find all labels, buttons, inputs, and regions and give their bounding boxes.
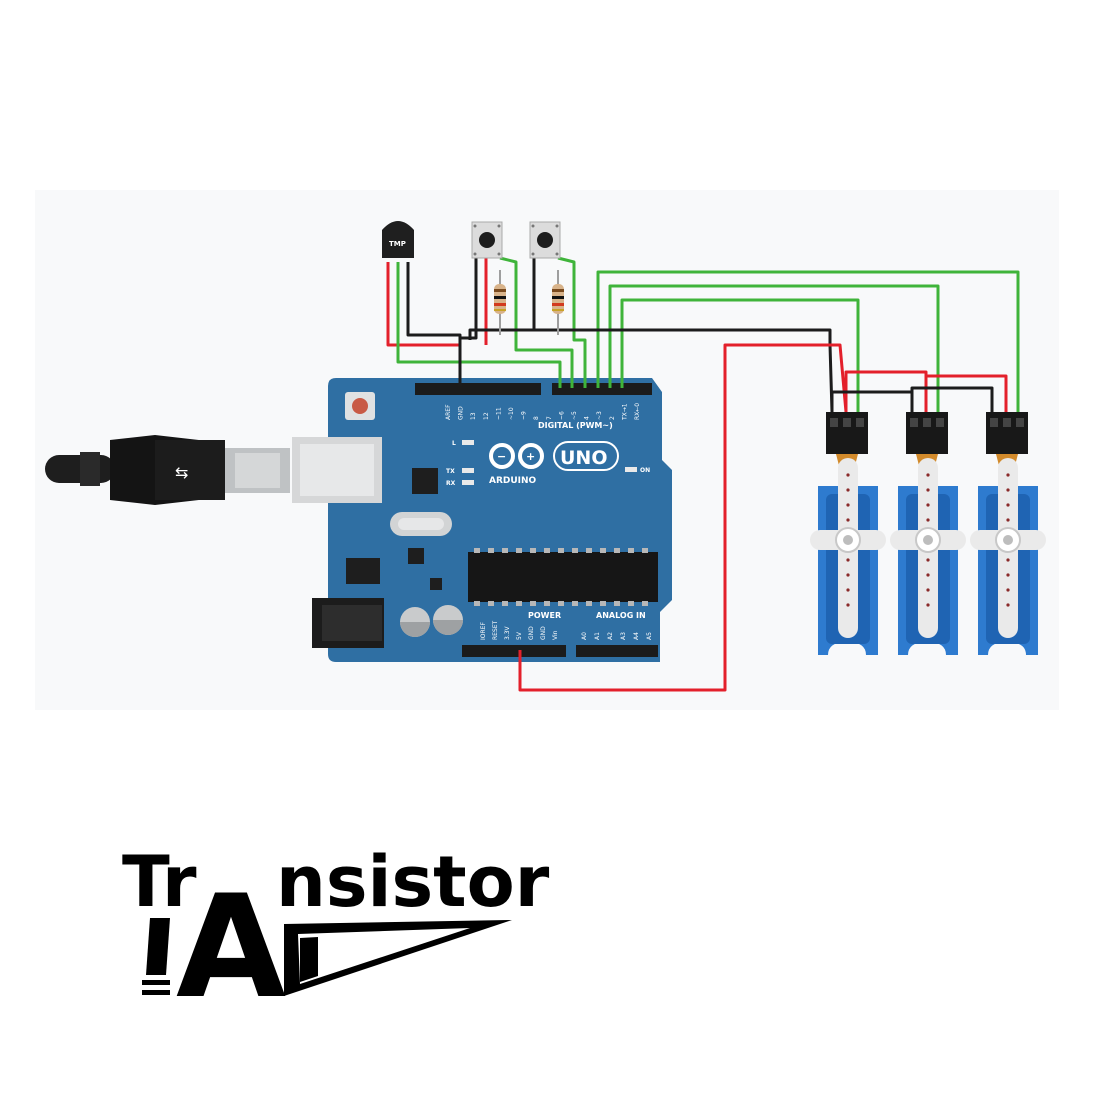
servo-motor xyxy=(890,412,966,655)
pin-label: RESET xyxy=(492,620,499,640)
led-tx xyxy=(462,468,474,473)
on-label: ON xyxy=(640,467,650,474)
pin-label: 3.3V xyxy=(504,625,511,640)
pin-label: ~10 xyxy=(508,407,515,420)
digital-header-label: DIGITAL (PWM~) xyxy=(538,421,613,430)
power-header xyxy=(462,645,566,657)
brand-label: ARDUINO xyxy=(489,476,537,486)
usb-icon: ⇆ xyxy=(175,463,188,482)
usb-cable: ⇆ xyxy=(45,435,290,505)
pin-label: ~6 xyxy=(558,411,565,420)
analog-header xyxy=(576,645,658,657)
pin-label: ~11 xyxy=(495,407,502,420)
logo-word-start: Tr xyxy=(122,841,197,923)
resistor xyxy=(552,270,564,335)
logo-big-letter: A xyxy=(176,865,286,1030)
pin-label: A0 xyxy=(581,632,588,640)
push-button xyxy=(529,221,561,259)
servo-motor xyxy=(970,412,1046,655)
pin-label: 4 xyxy=(584,416,591,420)
pin-label: A3 xyxy=(620,632,627,640)
power-label: POWER xyxy=(528,611,561,620)
temperature-sensor: TMP xyxy=(382,221,414,258)
microcontroller-chip xyxy=(468,552,658,602)
transistor-logo: Tr nsistor A xyxy=(122,841,550,1030)
push-button xyxy=(471,221,503,259)
pin-label: GND xyxy=(540,626,547,640)
resistor xyxy=(494,270,506,335)
pin-label: IOREF xyxy=(480,622,487,640)
pin-label: 2 xyxy=(609,416,616,420)
pin-label: GND xyxy=(528,626,535,640)
pin-label: 12 xyxy=(483,412,490,420)
digital-header-low xyxy=(552,383,652,395)
pin-label: GND xyxy=(458,406,465,420)
pin-label: A1 xyxy=(594,632,601,640)
pin-label: A2 xyxy=(607,632,614,640)
pin-label: Vin xyxy=(552,630,559,640)
led-rx xyxy=(462,480,474,485)
regulator xyxy=(346,558,380,584)
arduino-board: L TX RX ON − + ARDUINO UNO DIGITAL (PWM~… xyxy=(292,378,672,662)
pin-label: A4 xyxy=(633,632,640,640)
pin-label: 8 xyxy=(533,416,540,420)
svg-text:−: − xyxy=(497,450,506,463)
led-label-l: L xyxy=(452,440,456,447)
digital-header-high xyxy=(415,383,541,395)
svg-text:+: + xyxy=(526,450,535,463)
wires xyxy=(386,256,1020,692)
servo-motor xyxy=(810,412,886,655)
pin-label: AREF xyxy=(445,404,452,420)
pin-label: 7 xyxy=(546,416,553,420)
usb-chip xyxy=(412,468,438,494)
pin-label: RX←0 xyxy=(634,403,641,420)
led-label-tx: TX xyxy=(446,468,455,475)
pin-label: 13 xyxy=(470,412,477,420)
pin-label: ~9 xyxy=(521,411,528,420)
pin-label: 5V xyxy=(516,631,523,640)
model-label: UNO xyxy=(560,447,607,469)
pin-label: ~5 xyxy=(571,411,578,420)
pin-label: ~3 xyxy=(596,411,603,420)
analog-label: ANALOG IN xyxy=(596,611,646,620)
sensor-label: TMP xyxy=(389,240,406,248)
pin-label: TX→1 xyxy=(621,403,628,421)
logo-word-end: nsistor xyxy=(276,841,550,923)
led-on xyxy=(625,467,637,472)
arduino-logo-icon xyxy=(489,443,544,469)
led-l xyxy=(462,440,474,445)
led-label-rx: RX xyxy=(446,480,456,487)
pin-label: A5 xyxy=(646,632,653,640)
